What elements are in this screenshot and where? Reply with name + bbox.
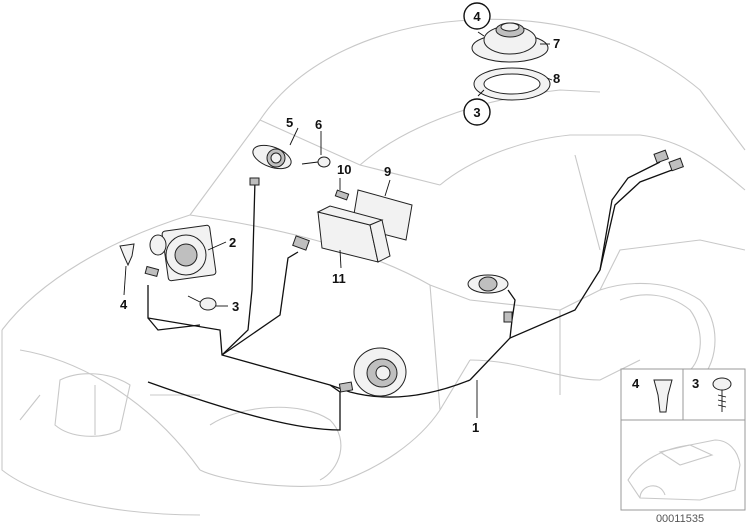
callout-5: 5 [286,115,293,130]
clip-4 [119,243,160,278]
callout-3-left: 3 [232,299,239,314]
callout-1: 1 [472,420,479,435]
inset-clip [653,379,673,413]
wiring-harness [147,149,684,431]
tweeter [249,144,292,186]
callout-10: 10 [337,162,351,177]
screw-3 [187,295,217,311]
top-speaker [471,22,549,63]
document-number: 00011535 [656,513,704,525]
callout-2: 2 [229,235,236,250]
callout-11: 11 [332,271,346,286]
car-body-outline [1,18,746,516]
pad-10 [334,189,350,201]
bracket-11 [292,205,391,263]
leader-lines [123,31,553,418]
callout-4-top: 4 [473,9,481,24]
speaker-ring [473,67,551,101]
rear-tweeter [467,274,509,294]
callout-3-top: 3 [473,105,480,120]
callout-7: 7 [553,36,560,51]
inset-screw [712,377,732,412]
inset-box: 4 3 [620,368,746,511]
inset-label-3: 3 [692,376,699,391]
callout-4-left: 4 [120,297,128,312]
door-speaker [353,347,407,397]
callout-6: 6 [315,117,322,132]
callout-8: 8 [553,71,560,86]
inset-car-thumbnail [627,439,741,501]
screw-6 [301,156,331,168]
callout-9: 9 [384,164,391,179]
woofer-2 [149,224,217,282]
callouts: 4 3 7 8 5 6 10 9 2 11 4 3 1 [120,2,560,435]
inset-label-4: 4 [632,376,640,391]
